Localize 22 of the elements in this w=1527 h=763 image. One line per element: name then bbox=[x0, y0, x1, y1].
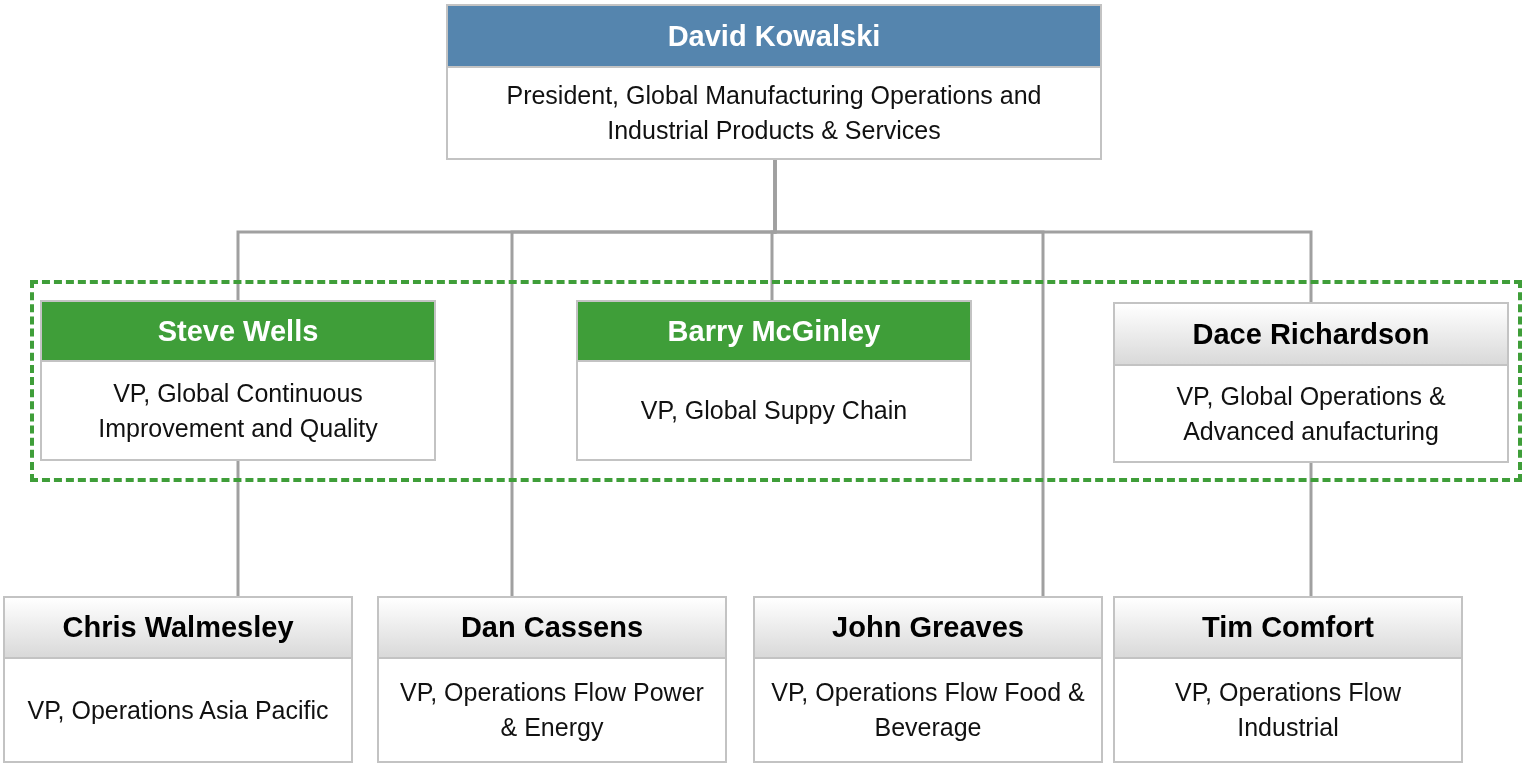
name-header: David Kowalski bbox=[448, 6, 1100, 68]
role-text: VP, Operations Flow Power & Energy bbox=[399, 677, 705, 743]
role-text: VP, Operations Flow Industrial bbox=[1173, 677, 1402, 743]
org-card bbox=[377, 596, 727, 763]
role-text: VP, Operations Asia Pacific bbox=[26, 694, 330, 726]
role-text: VP, Global Continuous Improvement and Quality bbox=[97, 377, 379, 444]
org-card bbox=[1113, 302, 1509, 463]
role-text: VP, Operations Flow Food & Beverage bbox=[770, 677, 1086, 743]
org-card bbox=[3, 596, 353, 763]
name-header: Barry McGinley bbox=[578, 302, 970, 362]
org-card bbox=[1113, 596, 1463, 763]
connector-line bbox=[1309, 463, 1313, 596]
dashed-group-frame bbox=[30, 280, 1522, 482]
role-text: VP, Global Operations & Advanced anufacturing bbox=[1175, 380, 1447, 447]
org-card bbox=[576, 300, 972, 461]
connector-line bbox=[236, 461, 240, 596]
org-card bbox=[40, 300, 436, 461]
role-text: President, Global Manufacturing Operations and Industrial Products & Services bbox=[505, 80, 1043, 146]
org-card bbox=[446, 4, 1102, 160]
name-header: Steve Wells bbox=[42, 302, 434, 362]
org-card bbox=[753, 596, 1103, 763]
role-text: VP, Global Suppy Chain bbox=[639, 395, 909, 426]
